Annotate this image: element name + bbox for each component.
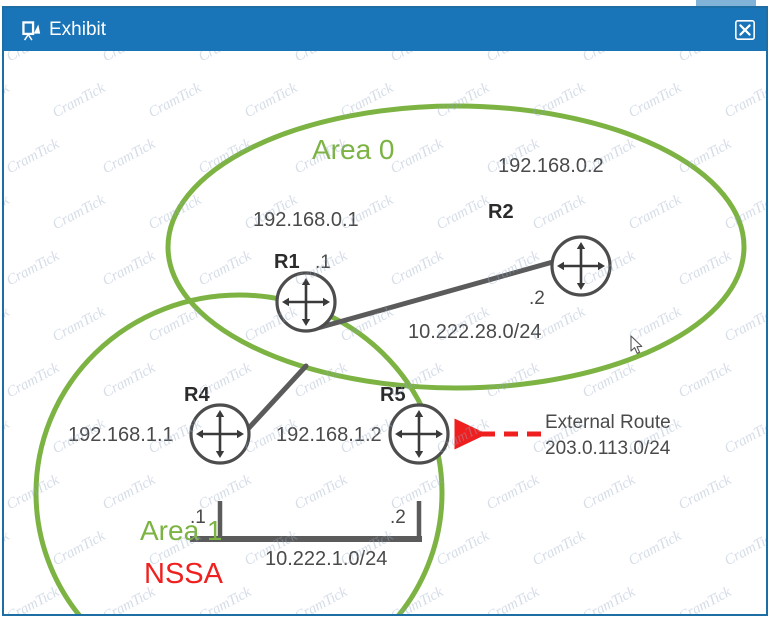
external-route-line1: External Route: [545, 412, 671, 433]
router-r5[interactable]: [388, 403, 450, 465]
top-window-artifact: [696, 0, 756, 6]
ethernet-bus-label: 10.222.1.0/24: [265, 548, 387, 570]
area-0-ellipse: [165, 103, 747, 391]
area-0-label: Area 0: [312, 134, 395, 165]
area-1-ellipse: [33, 292, 445, 614]
router-r1-octet: .1: [315, 252, 331, 273]
close-icon[interactable]: [734, 19, 756, 41]
link-r1-r2-label: 10.222.28.0/24: [408, 321, 541, 343]
title-bar: Exhibit: [4, 8, 766, 51]
router-r4-octet: .1: [190, 507, 206, 528]
link-r1-r2: [311, 257, 563, 332]
nssa-label: NSSA: [144, 558, 224, 590]
router-r2-label: R2: [488, 201, 514, 223]
external-route-line2: 203.0.113.0/24: [545, 438, 671, 459]
exhibit-easel-icon: [22, 20, 41, 40]
router-r2-loopback: 192.168.0.2: [498, 155, 604, 177]
area-1-label: Area 1: [140, 515, 223, 546]
router-r1-label: R1: [274, 251, 300, 273]
exhibit-canvas: Area 0 Area 1 NSSA R1 192.168.0.1 .1 R2 …: [4, 51, 766, 614]
router-r5-label: R5: [380, 384, 406, 406]
router-r4-loopback: 192.168.1.1: [68, 424, 174, 446]
exhibit-window: Exhibit: [2, 6, 768, 616]
router-r5-octet: .2: [390, 507, 406, 528]
router-r4[interactable]: [189, 403, 251, 465]
router-r5-loopback: 192.168.1.2: [276, 424, 382, 446]
router-r1-loopback: 192.168.0.1: [253, 209, 359, 231]
window-title: Exhibit: [49, 18, 107, 40]
network-topology-diagram: Area 0 Area 1 NSSA R1 192.168.0.1 .1 R2 …: [33, 103, 747, 614]
router-r2[interactable]: [550, 235, 612, 297]
router-r1[interactable]: [275, 271, 337, 333]
top-strip: [0, 0, 772, 6]
router-r4-label: R4: [184, 384, 210, 406]
router-r2-octet: .2: [529, 288, 545, 309]
